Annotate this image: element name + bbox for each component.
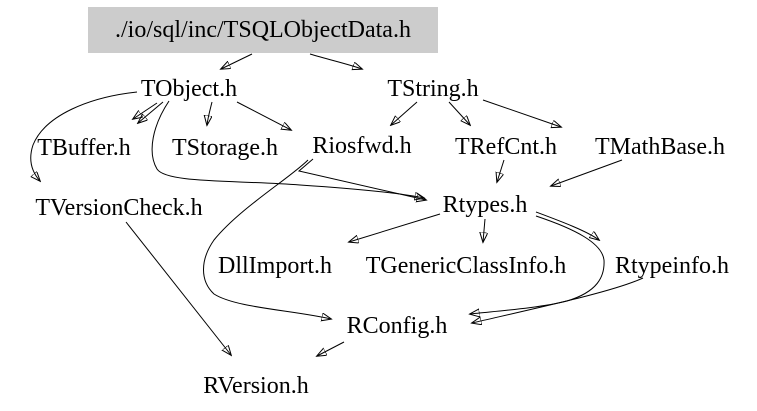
- graph-node-TObject[interactable]: TObject.h: [140, 76, 238, 102]
- edge-TVersionCheck-RVersion: [125, 221, 231, 355]
- graph-node-TVersionCheck[interactable]: TVersionCheck.h: [35, 195, 203, 221]
- edge-TString-Riosfwd: [391, 101, 418, 125]
- edge-TSQLObjectData-TString: [309, 53, 362, 69]
- edge-Rtypeinfo-RConfig: [472, 277, 644, 323]
- edge-TObject-TBuffer: [133, 102, 158, 119]
- graph-node-RConfig[interactable]: RConfig.h: [346, 313, 448, 339]
- edge-Rtypes-TGenericClassInfo: [483, 218, 485, 242]
- edge-Riosfwd-RConfig: [203, 159, 332, 319]
- edge-TSQLObjectData-TObject: [221, 53, 253, 69]
- graph-root-node: ./io/sql/inc/TSQLObjectData.h: [88, 7, 438, 53]
- graph-node-Rtypes[interactable]: Rtypes.h: [442, 192, 528, 218]
- graph-node-TMathBase[interactable]: TMathBase.h: [595, 134, 725, 160]
- edge-TString-TRefCnt: [448, 101, 470, 125]
- graph-node-Riosfwd[interactable]: Riosfwd.h: [312, 133, 412, 159]
- edge-TObject-Rtypes: [151, 100, 424, 198]
- edge-TObject-Riosfwd: [236, 101, 291, 130]
- edge-Rtypes-RConfig: [470, 215, 605, 314]
- edge-TRefCnt-Rtypes: [497, 159, 505, 182]
- graph-node-TRefCnt[interactable]: TRefCnt.h: [455, 134, 557, 160]
- graph-node-RVersion[interactable]: RVersion.h: [203, 373, 309, 399]
- graph-node-TGenericClassInfo[interactable]: TGenericClassInfo.h: [365, 253, 567, 279]
- graph-node-TString[interactable]: TString.h: [387, 76, 479, 102]
- edge-TString-TMathBase: [482, 99, 561, 127]
- edge-TObject-TVersionCheck: [31, 91, 138, 181]
- edge-Riosfwd-Rtypes: [297, 158, 426, 200]
- edge-RConfig-RVersion: [317, 341, 345, 356]
- graph-node-TBuffer[interactable]: TBuffer.h: [37, 135, 131, 161]
- edge-Rtypes-Rtypeinfo: [535, 211, 599, 240]
- edge-TMathBase-Rtypes: [551, 159, 623, 186]
- graph-node-DllImport[interactable]: DllImport.h: [218, 253, 332, 279]
- edge-Rtypes-DllImport: [349, 213, 441, 242]
- edge-TObject-TStorage: [207, 101, 213, 125]
- graph-node-TStorage[interactable]: TStorage.h: [172, 135, 278, 161]
- graph-node-Rtypeinfo[interactable]: Rtypeinfo.h: [615, 253, 729, 279]
